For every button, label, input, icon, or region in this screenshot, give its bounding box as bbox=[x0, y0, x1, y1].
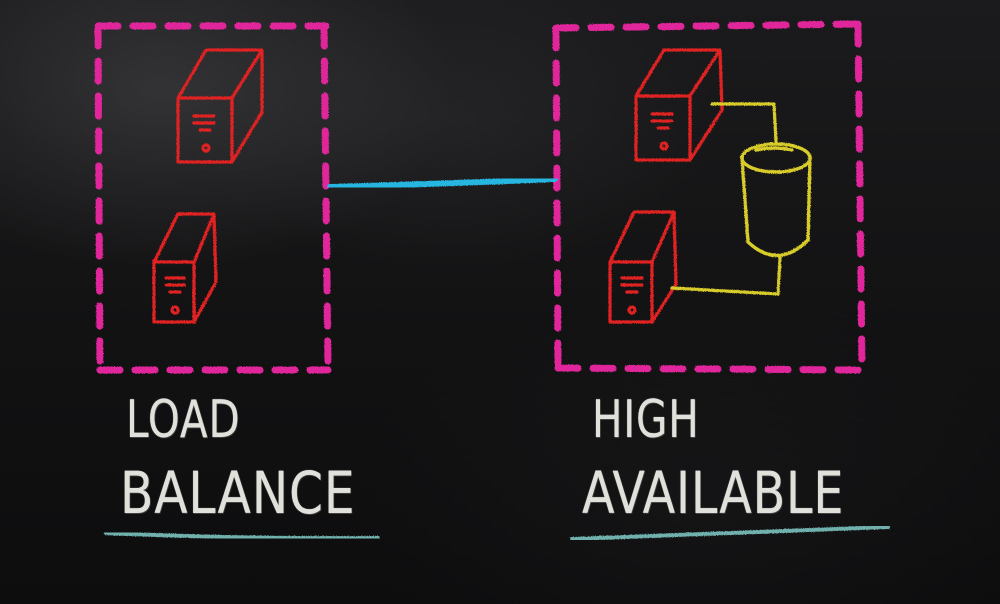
server-icon bbox=[608, 210, 678, 324]
load-balance-underline bbox=[104, 531, 380, 541]
database-wire bbox=[670, 102, 782, 296]
server-icon bbox=[176, 48, 264, 164]
high-available-boundary bbox=[552, 20, 866, 374]
database-icon bbox=[740, 142, 812, 258]
load-balance-boundary bbox=[94, 22, 332, 374]
available-label: AVAILABLE bbox=[582, 459, 845, 527]
server-icon bbox=[634, 48, 724, 162]
high-available-underline bbox=[570, 525, 890, 541]
load-label: LOAD bbox=[126, 390, 241, 450]
high-label: HIGH bbox=[592, 390, 700, 450]
server-icon bbox=[152, 212, 218, 324]
link-line bbox=[327, 176, 558, 190]
balance-label: BALANCE bbox=[120, 459, 356, 527]
